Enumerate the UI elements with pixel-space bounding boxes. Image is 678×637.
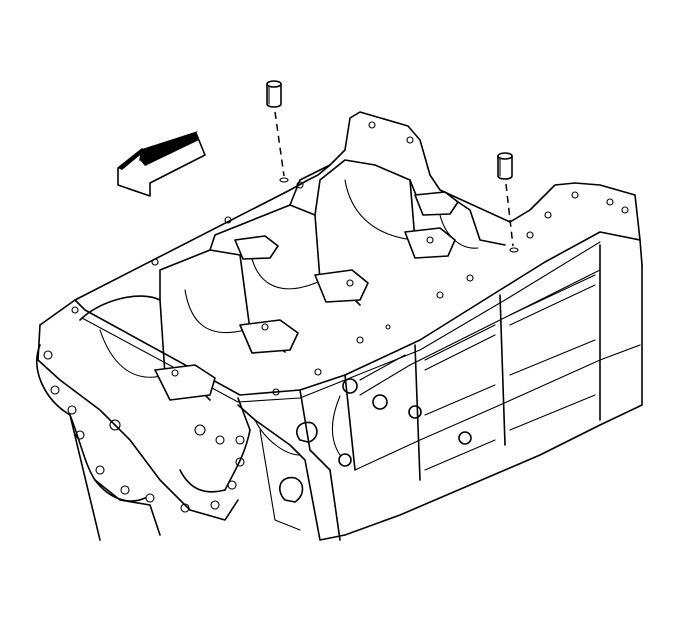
dowel-pin-right <box>497 152 519 253</box>
front-direction-arrow-icon <box>117 131 206 197</box>
engine-block <box>36 111 643 541</box>
dowel-pin-left <box>266 80 289 183</box>
